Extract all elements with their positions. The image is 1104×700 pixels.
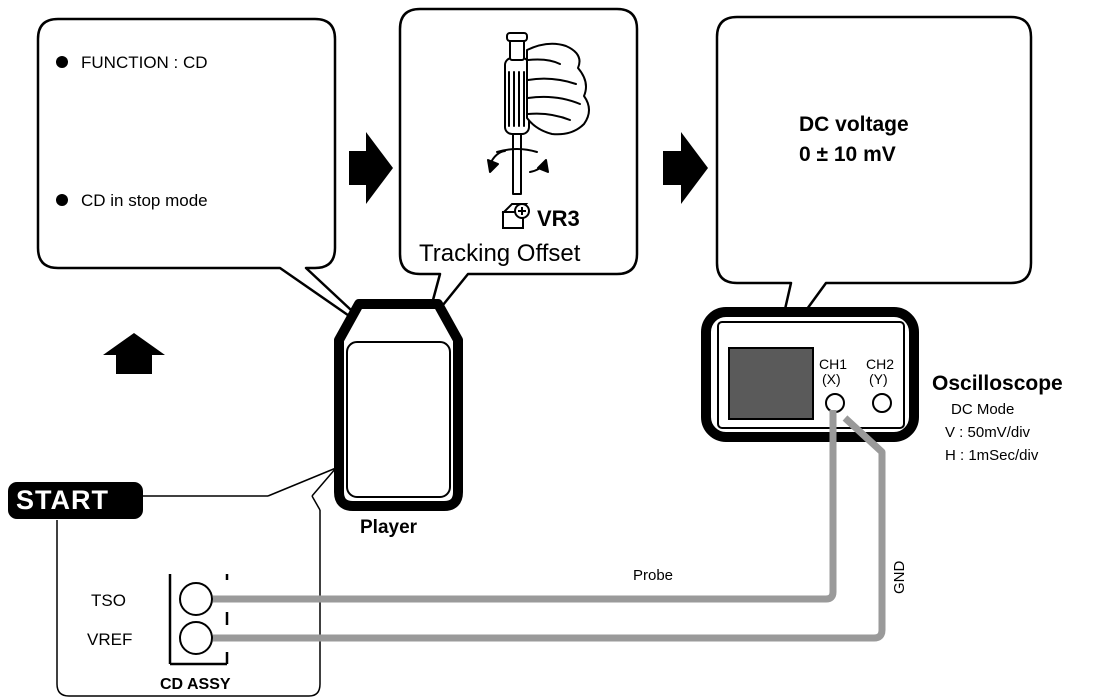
oscilloscope-title: Oscilloscope (932, 372, 1063, 395)
ch2-name: CH2 (866, 356, 895, 372)
callout-result (715, 15, 1033, 355)
player-label: Player (360, 517, 418, 538)
ch2-jack-icon (872, 393, 892, 413)
function-setting: FUNCTION : CD (81, 53, 208, 72)
vref-pin-icon (179, 621, 213, 655)
adjust-name: VR3 (537, 206, 580, 231)
oscilloscope-setting: DC Mode (951, 401, 1015, 418)
oscilloscope-screen (728, 347, 814, 420)
arrow-up-icon (103, 333, 165, 374)
gnd-label: GND (891, 560, 908, 594)
adjust-label: Tracking Offset (419, 240, 581, 267)
cd-assy-label: CD ASSY (160, 676, 231, 693)
ch1-axis: (X) (822, 371, 841, 387)
callout-settings (36, 17, 383, 340)
bullet-icon (56, 194, 68, 206)
start-label: START (16, 485, 109, 515)
tso-label: TSO (91, 591, 126, 610)
ch1-name: CH1 (819, 356, 848, 372)
variable-resistor-icon (501, 203, 530, 229)
player-screen (346, 341, 451, 498)
tso-pin-icon (179, 582, 213, 616)
bullet-icon (56, 56, 68, 68)
start-connector (311, 495, 321, 511)
start-connector (267, 467, 337, 497)
start-badge (8, 482, 143, 519)
result-line1: DC voltage (799, 113, 909, 136)
probe-wire (213, 410, 837, 603)
oscilloscope-setting: V : 50mV/div (945, 424, 1031, 441)
probe-label: Probe (633, 567, 674, 584)
start-connector (311, 467, 337, 497)
gnd-wire (213, 415, 886, 642)
screwdriver-hand-icon (487, 32, 590, 195)
cd-mode-setting: CD in stop mode (81, 191, 208, 210)
cd-assy-region (56, 510, 321, 697)
ch2-axis: (Y) (869, 371, 888, 387)
oscilloscope-setting: H : 1mSec/div (945, 447, 1039, 464)
arrow-right-icon (349, 132, 393, 204)
vref-label: VREF (87, 630, 133, 649)
arrow-right-icon (663, 132, 708, 204)
ch1-jack-icon (825, 393, 845, 413)
result-line2: 0 ± 10 mV (799, 143, 896, 166)
